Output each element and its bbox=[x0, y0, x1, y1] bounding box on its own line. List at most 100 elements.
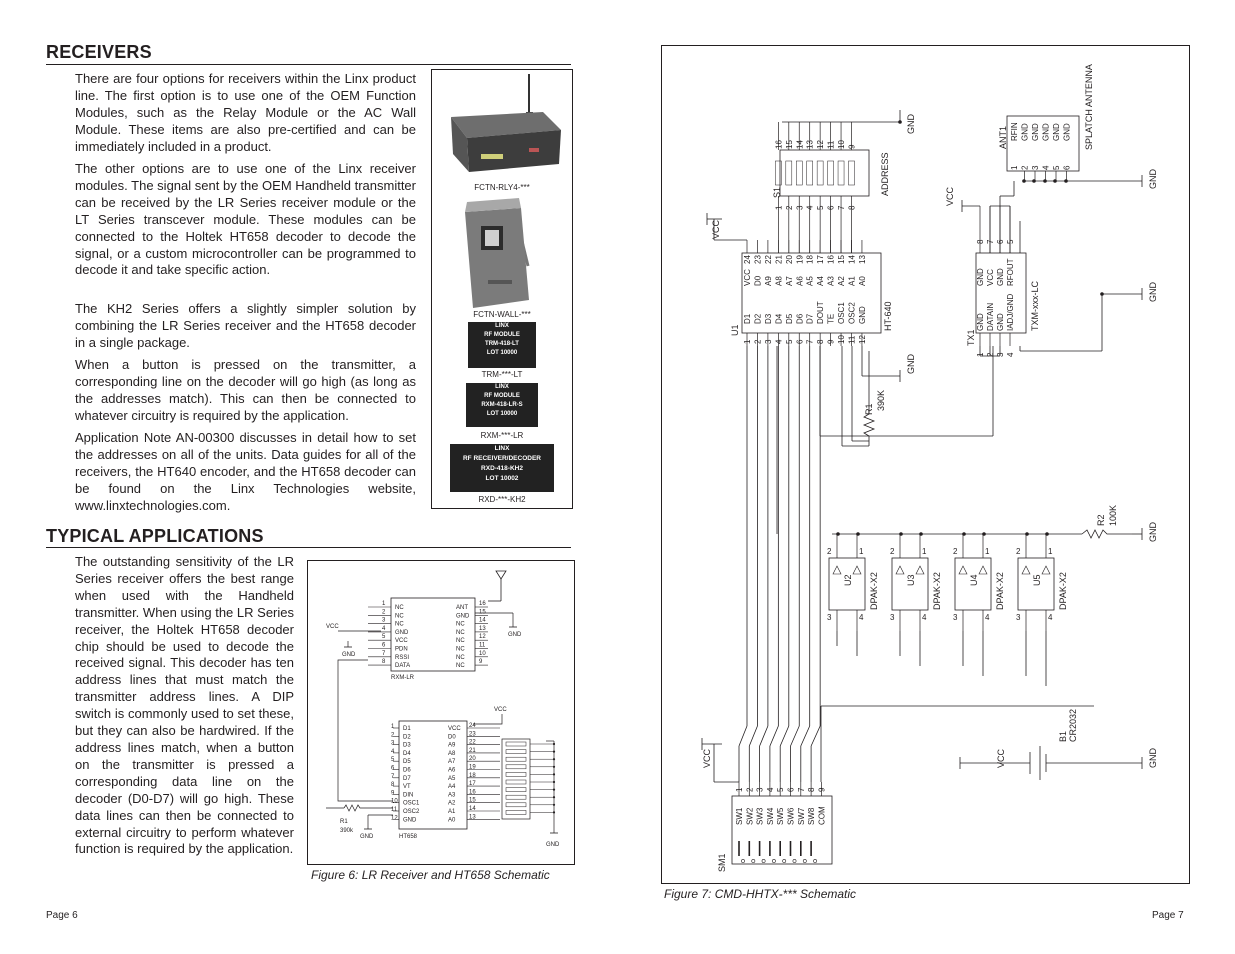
ant1-pin-number: 2 bbox=[1021, 165, 1030, 170]
page-number-right: Page 7 bbox=[1152, 910, 1184, 921]
u1-top-pin-number: 19 bbox=[795, 255, 804, 264]
figure7-junction bbox=[962, 532, 966, 536]
figure6-r1-label: R1 bbox=[340, 819, 348, 825]
figure7-wire bbox=[738, 725, 748, 747]
u1-top-pin-name: A7 bbox=[785, 276, 794, 286]
u1-bottom-pin-number: 12 bbox=[858, 335, 867, 344]
ant1-pin-name: GND bbox=[1031, 123, 1040, 141]
ant1-pin-name: RFIN bbox=[1010, 122, 1019, 141]
sm1-pin-number: 2 bbox=[745, 787, 754, 792]
ht658-right-pin-name: D0 bbox=[448, 734, 456, 740]
receiver-product-photos: FCTN-RLY4-*** FCTN-WALL-*** LINX RF MODU… bbox=[431, 69, 573, 509]
tx1-top-pin-number: 5 bbox=[1006, 239, 1015, 244]
u1-bottom-pin-number: 10 bbox=[837, 335, 846, 344]
rxm-right-pin-number: 14 bbox=[479, 618, 486, 624]
u1-top-pin-name: A3 bbox=[827, 276, 836, 286]
dpak-pin-label: 1 bbox=[922, 547, 927, 556]
rxm-right-pin-name: NC bbox=[456, 622, 465, 628]
rxm-right-pin-name: GND bbox=[456, 613, 470, 619]
r1-value: 390K bbox=[876, 390, 886, 411]
figure7-caption: Figure 7: CMD-HHTX-*** Schematic bbox=[664, 887, 857, 901]
u1-top-pin-name: VCC bbox=[743, 269, 752, 286]
receivers-paragraph-1: There are four options for receivers wit… bbox=[75, 71, 416, 154]
dpak-ref: U4 bbox=[969, 574, 979, 586]
figure6-gnd-label-3: GND bbox=[546, 842, 560, 848]
figure7-junction bbox=[899, 532, 903, 536]
sm1-ref: SM1 bbox=[717, 853, 727, 872]
trm-chip-line-3: LOT 10000 bbox=[486, 350, 518, 356]
dpak-diode-left bbox=[1021, 565, 1031, 575]
ant1-pin-name: GND bbox=[1063, 123, 1072, 141]
ht658-left-pin-name: D3 bbox=[403, 743, 411, 749]
ht658-right-pin-number: 19 bbox=[469, 765, 476, 771]
figure7-junction bbox=[856, 532, 860, 536]
rxm-lr-label: RXM-LR bbox=[391, 675, 415, 681]
rxm-right-pin-name: NC bbox=[456, 647, 465, 653]
receivers-paragraph-2: The other options are to use one of the … bbox=[75, 161, 416, 278]
ht658-right-pin-name: A5 bbox=[448, 776, 456, 782]
ant1-pin-number: 5 bbox=[1052, 165, 1061, 170]
dpak-package bbox=[891, 557, 929, 611]
u1-top-pin-number: 13 bbox=[858, 255, 867, 264]
rxm-left-pin-name: NC bbox=[395, 605, 404, 611]
rxm-right-pin-name: NC bbox=[456, 663, 465, 669]
rxm-right-pin-name: ANT bbox=[456, 605, 468, 611]
sm1-pin-number: 6 bbox=[787, 787, 796, 792]
u1-top-pin-number: 16 bbox=[827, 255, 836, 264]
s1-lever bbox=[837, 160, 845, 186]
gnd-label-u1: GND bbox=[906, 354, 916, 375]
vcc-label-u1: VCC bbox=[711, 219, 721, 239]
dip-switch-lever bbox=[505, 802, 527, 808]
sm1-pin-name: SW3 bbox=[756, 807, 765, 825]
ht658-left-pin-number: 7 bbox=[391, 774, 395, 780]
u1-bottom-pin-number: 1 bbox=[743, 339, 752, 344]
dpak-diode-left bbox=[895, 565, 905, 575]
sm1-pin-name: SW6 bbox=[787, 807, 796, 825]
ht658-right-pin-number: 13 bbox=[469, 814, 476, 820]
ht658-right-pin-name: A0 bbox=[448, 817, 456, 823]
trm-chip-brand: LINX bbox=[495, 323, 509, 329]
s1-lever bbox=[816, 160, 824, 186]
dpak-package bbox=[1017, 557, 1055, 611]
dpak-pin-label: 1 bbox=[859, 547, 864, 556]
u1-top-pin-number: 17 bbox=[816, 255, 825, 264]
ht658-right-pin-name: A2 bbox=[448, 801, 456, 807]
figure6-vcc-label-1: VCC bbox=[326, 624, 339, 630]
sm1-pin-name: SW2 bbox=[745, 807, 754, 825]
u1-top-pin-name: A5 bbox=[806, 276, 815, 286]
dpak-part: DPAK-X2 bbox=[869, 572, 879, 610]
s1-bottom-pin-number: 1 bbox=[774, 205, 783, 210]
dpak-pin-label: 4 bbox=[985, 613, 990, 622]
ht658-left-pin-number: 8 bbox=[391, 782, 395, 788]
sm1-switch-node bbox=[751, 859, 756, 863]
u1-bottom-pin-number: 8 bbox=[816, 339, 825, 344]
rxm-left-pin-number: 2 bbox=[382, 609, 386, 615]
rxm-left-pin-name: RSSI bbox=[395, 655, 409, 661]
ht658-right-pin-number: 16 bbox=[469, 789, 476, 795]
u1-part: HT-640 bbox=[883, 301, 893, 331]
u1-bottom-pin-number: 6 bbox=[795, 339, 804, 344]
ant1-antenna bbox=[1006, 115, 1080, 172]
sm1-pin-name: SW1 bbox=[735, 807, 744, 825]
rxm-left-pin-number: 1 bbox=[382, 601, 386, 607]
u1-bottom-pin-name: D4 bbox=[774, 313, 783, 324]
gnd-label-b1: GND bbox=[1148, 748, 1158, 769]
dpak-package bbox=[828, 557, 866, 611]
u1-top-pin-name: A8 bbox=[774, 276, 783, 286]
u1-bottom-pin-number: 9 bbox=[827, 339, 836, 344]
figure7-junction bbox=[1053, 179, 1057, 183]
u1-bottom-pin-name: OSC2 bbox=[848, 302, 857, 324]
dpak-pin-label: 4 bbox=[859, 613, 864, 622]
vcc-label-sm1: VCC bbox=[702, 748, 712, 768]
rxm-right-pin-number: 9 bbox=[479, 659, 483, 665]
s1-bottom-pin-number: 4 bbox=[806, 205, 815, 210]
dpak-diode-right bbox=[852, 565, 862, 575]
caption-rxm-lr: RXM-***-LR bbox=[480, 431, 524, 440]
rxm-right-pin-number: 10 bbox=[479, 651, 486, 657]
dpak-part: DPAK-X2 bbox=[995, 572, 1005, 610]
ht658-right-pin-number: 21 bbox=[469, 748, 476, 754]
caption-rxd-kh2: RXD-***-KH2 bbox=[478, 495, 526, 504]
dpak-diode-right bbox=[1041, 565, 1051, 575]
typical-applications-heading: TYPICAL APPLICATIONS bbox=[46, 526, 264, 546]
